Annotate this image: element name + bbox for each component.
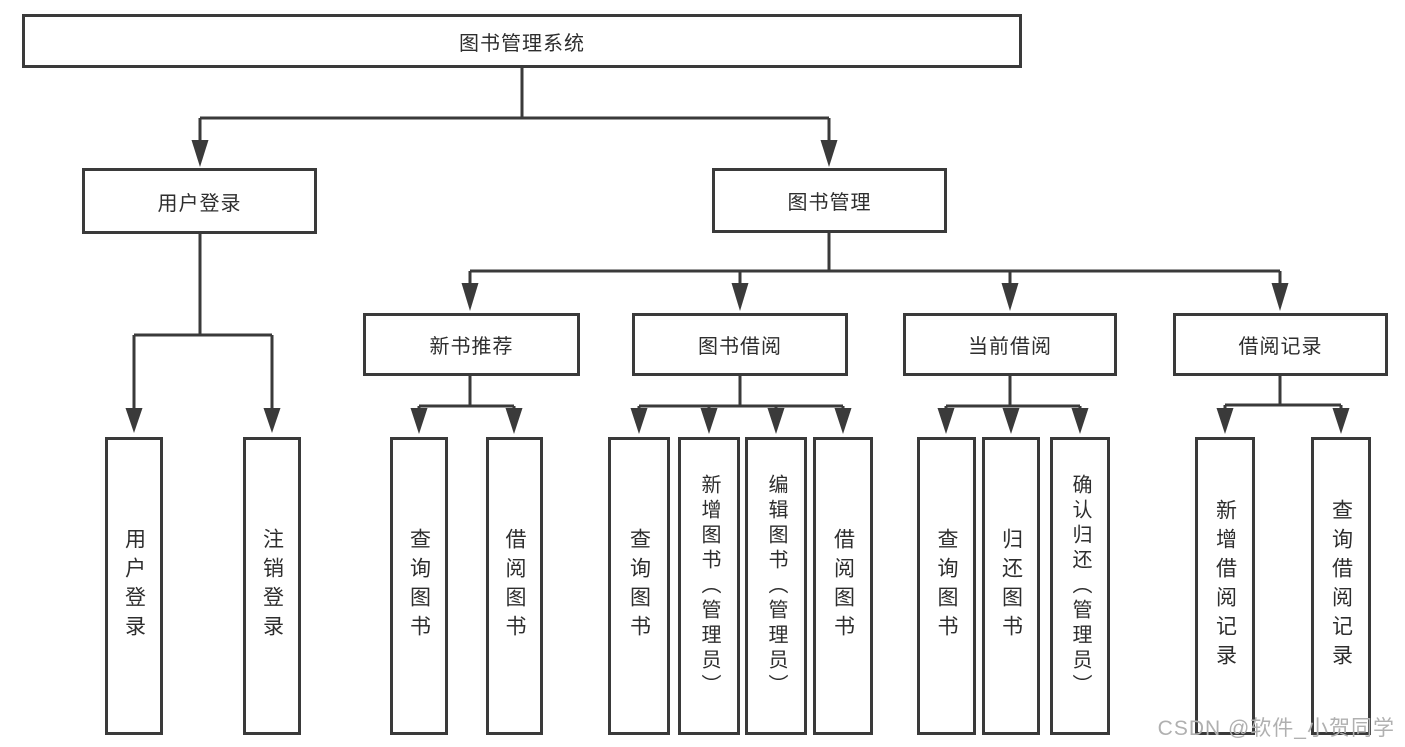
node-root-library-management-system: 图书管理系统 — [22, 14, 1022, 68]
node-leaf-add-borrow-record: 新增借阅记录 — [1195, 437, 1255, 735]
node-borrowing-records: 借阅记录 — [1173, 313, 1388, 376]
node-leaf-logout: 注销登录 — [243, 437, 301, 735]
node-current-borrowing: 当前借阅 — [903, 313, 1117, 376]
node-new-book-recommend: 新书推荐 — [363, 313, 580, 376]
node-leaf-query-books-recommend: 查询图书 — [390, 437, 448, 735]
node-leaf-borrow-books-borrowing: 借阅图书 — [813, 437, 873, 735]
node-leaf-user-login: 用户登录 — [105, 437, 163, 735]
node-leaf-query-borrow-record: 查询借阅记录 — [1311, 437, 1371, 735]
node-book-management: 图书管理 — [712, 168, 947, 233]
edge-book-borrowing-to-leaves — [630, 376, 852, 434]
edge-borrowing-records-to-leaves — [1216, 376, 1350, 434]
node-book-borrowing: 图书借阅 — [632, 313, 848, 376]
node-leaf-query-books-current: 查询图书 — [917, 437, 976, 735]
node-leaf-confirm-return-admin: 确认归还（管理员） — [1050, 437, 1110, 735]
edge-book-management-to-level3 — [461, 233, 1289, 311]
node-user-login-group: 用户登录 — [82, 168, 317, 234]
node-leaf-borrow-books-recommend: 借阅图书 — [486, 437, 543, 735]
node-leaf-return-books: 归还图书 — [982, 437, 1040, 735]
csdn-watermark: CSDN @软件_小贺同学 — [1157, 717, 1395, 740]
edge-current-borrowing-to-leaves — [937, 376, 1089, 434]
edge-new-book-recommend-to-leaves — [410, 376, 523, 434]
node-leaf-add-books-admin: 新增图书（管理员） — [678, 437, 740, 735]
node-leaf-edit-books-admin: 编辑图书（管理员） — [745, 437, 807, 735]
edge-user-login-to-leaves — [125, 234, 281, 433]
node-leaf-query-books-borrowing: 查询图书 — [608, 437, 670, 735]
edge-root-to-level2 — [191, 68, 838, 167]
